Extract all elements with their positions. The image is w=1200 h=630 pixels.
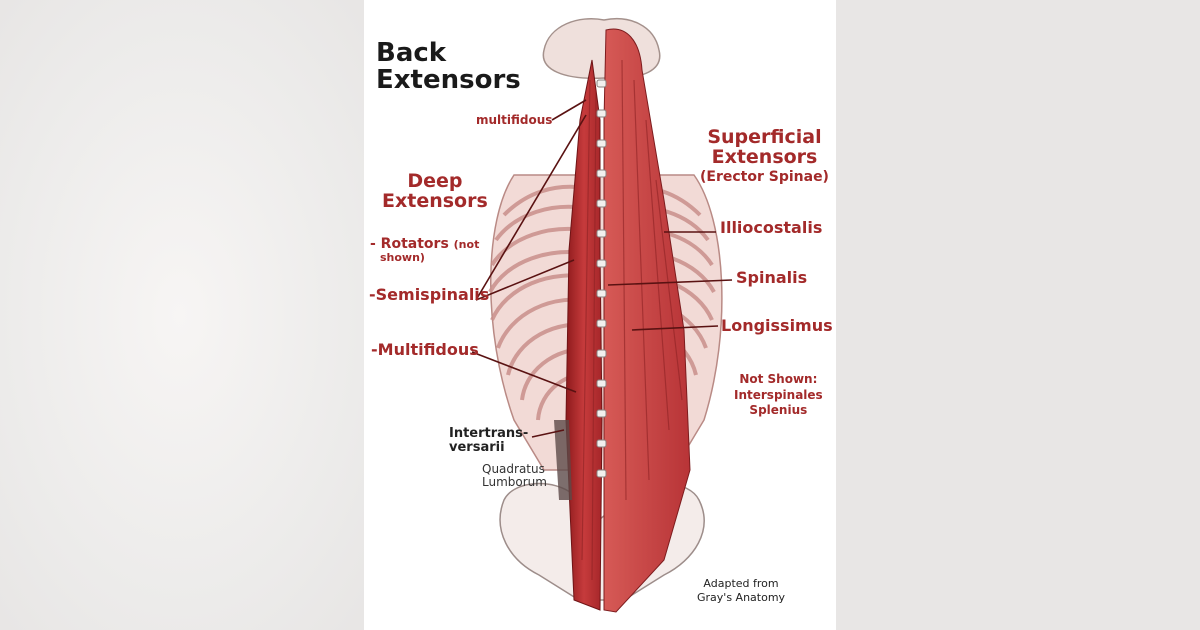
rotators-text: - Rotators xyxy=(370,236,449,252)
vertebrae xyxy=(596,79,607,478)
diagram-title: Back Extensors xyxy=(376,38,521,96)
deep-line-1: Deep xyxy=(407,170,463,192)
superficial-line-1: Superficial xyxy=(707,126,822,148)
label-longissimus: Longissimus xyxy=(721,316,833,335)
title-line-2: Extensors xyxy=(376,65,521,96)
label-superficial-extensors: Superficial Extensors (Erector Spinae) xyxy=(700,126,829,185)
quadratus-line-2: Lumborum xyxy=(482,474,547,489)
intertrans-line-1: Intertrans- xyxy=(449,426,529,441)
rotators-note-2: shown) xyxy=(380,250,425,264)
diagram-card: Back Extensors multifidous Deep Extensor… xyxy=(364,0,836,630)
label-intertransversarii: Intertrans- versarii xyxy=(449,427,528,454)
intertrans-line-2: versarii xyxy=(449,439,505,455)
label-semispinalis: -Semispinalis xyxy=(369,285,490,304)
deep-line-2: Extensors xyxy=(382,189,488,212)
source-credit: Adapted from Gray's Anatomy xyxy=(697,578,785,605)
label-rotators: - Rotators (not shown) xyxy=(370,237,479,263)
not-shown-title: Not Shown: xyxy=(739,372,818,386)
title-line-1: Back xyxy=(376,38,447,68)
label-iliocostalis: Illiocostalis xyxy=(720,218,823,237)
back-anatomy-illustration xyxy=(471,18,733,613)
superficial-line-3: (Erector Spinae) xyxy=(700,168,829,185)
label-not-shown: Not Shown: Interspinales Splenius xyxy=(734,373,823,420)
credit-line-2: Gray's Anatomy xyxy=(697,590,786,604)
leader-lines xyxy=(471,99,733,438)
label-multifidous-top: multifidous xyxy=(476,113,553,127)
label-quadratus-lumborum: Quadratus Lumborum xyxy=(482,463,547,488)
label-multifidous: -Multifidous xyxy=(371,340,479,359)
muscle-fibers xyxy=(581,59,683,581)
superficial-line-2: Extensors xyxy=(711,145,818,168)
rotators-note: (not xyxy=(453,238,480,251)
quadratus-line-1: Quadratus xyxy=(482,462,545,476)
label-deep-extensors: Deep Extensors xyxy=(382,170,488,212)
not-shown-1: Interspinales xyxy=(734,387,823,402)
label-spinalis: Spinalis xyxy=(736,268,808,287)
credit-line-1: Adapted from xyxy=(703,577,779,590)
not-shown-2: Splenius xyxy=(749,403,808,418)
